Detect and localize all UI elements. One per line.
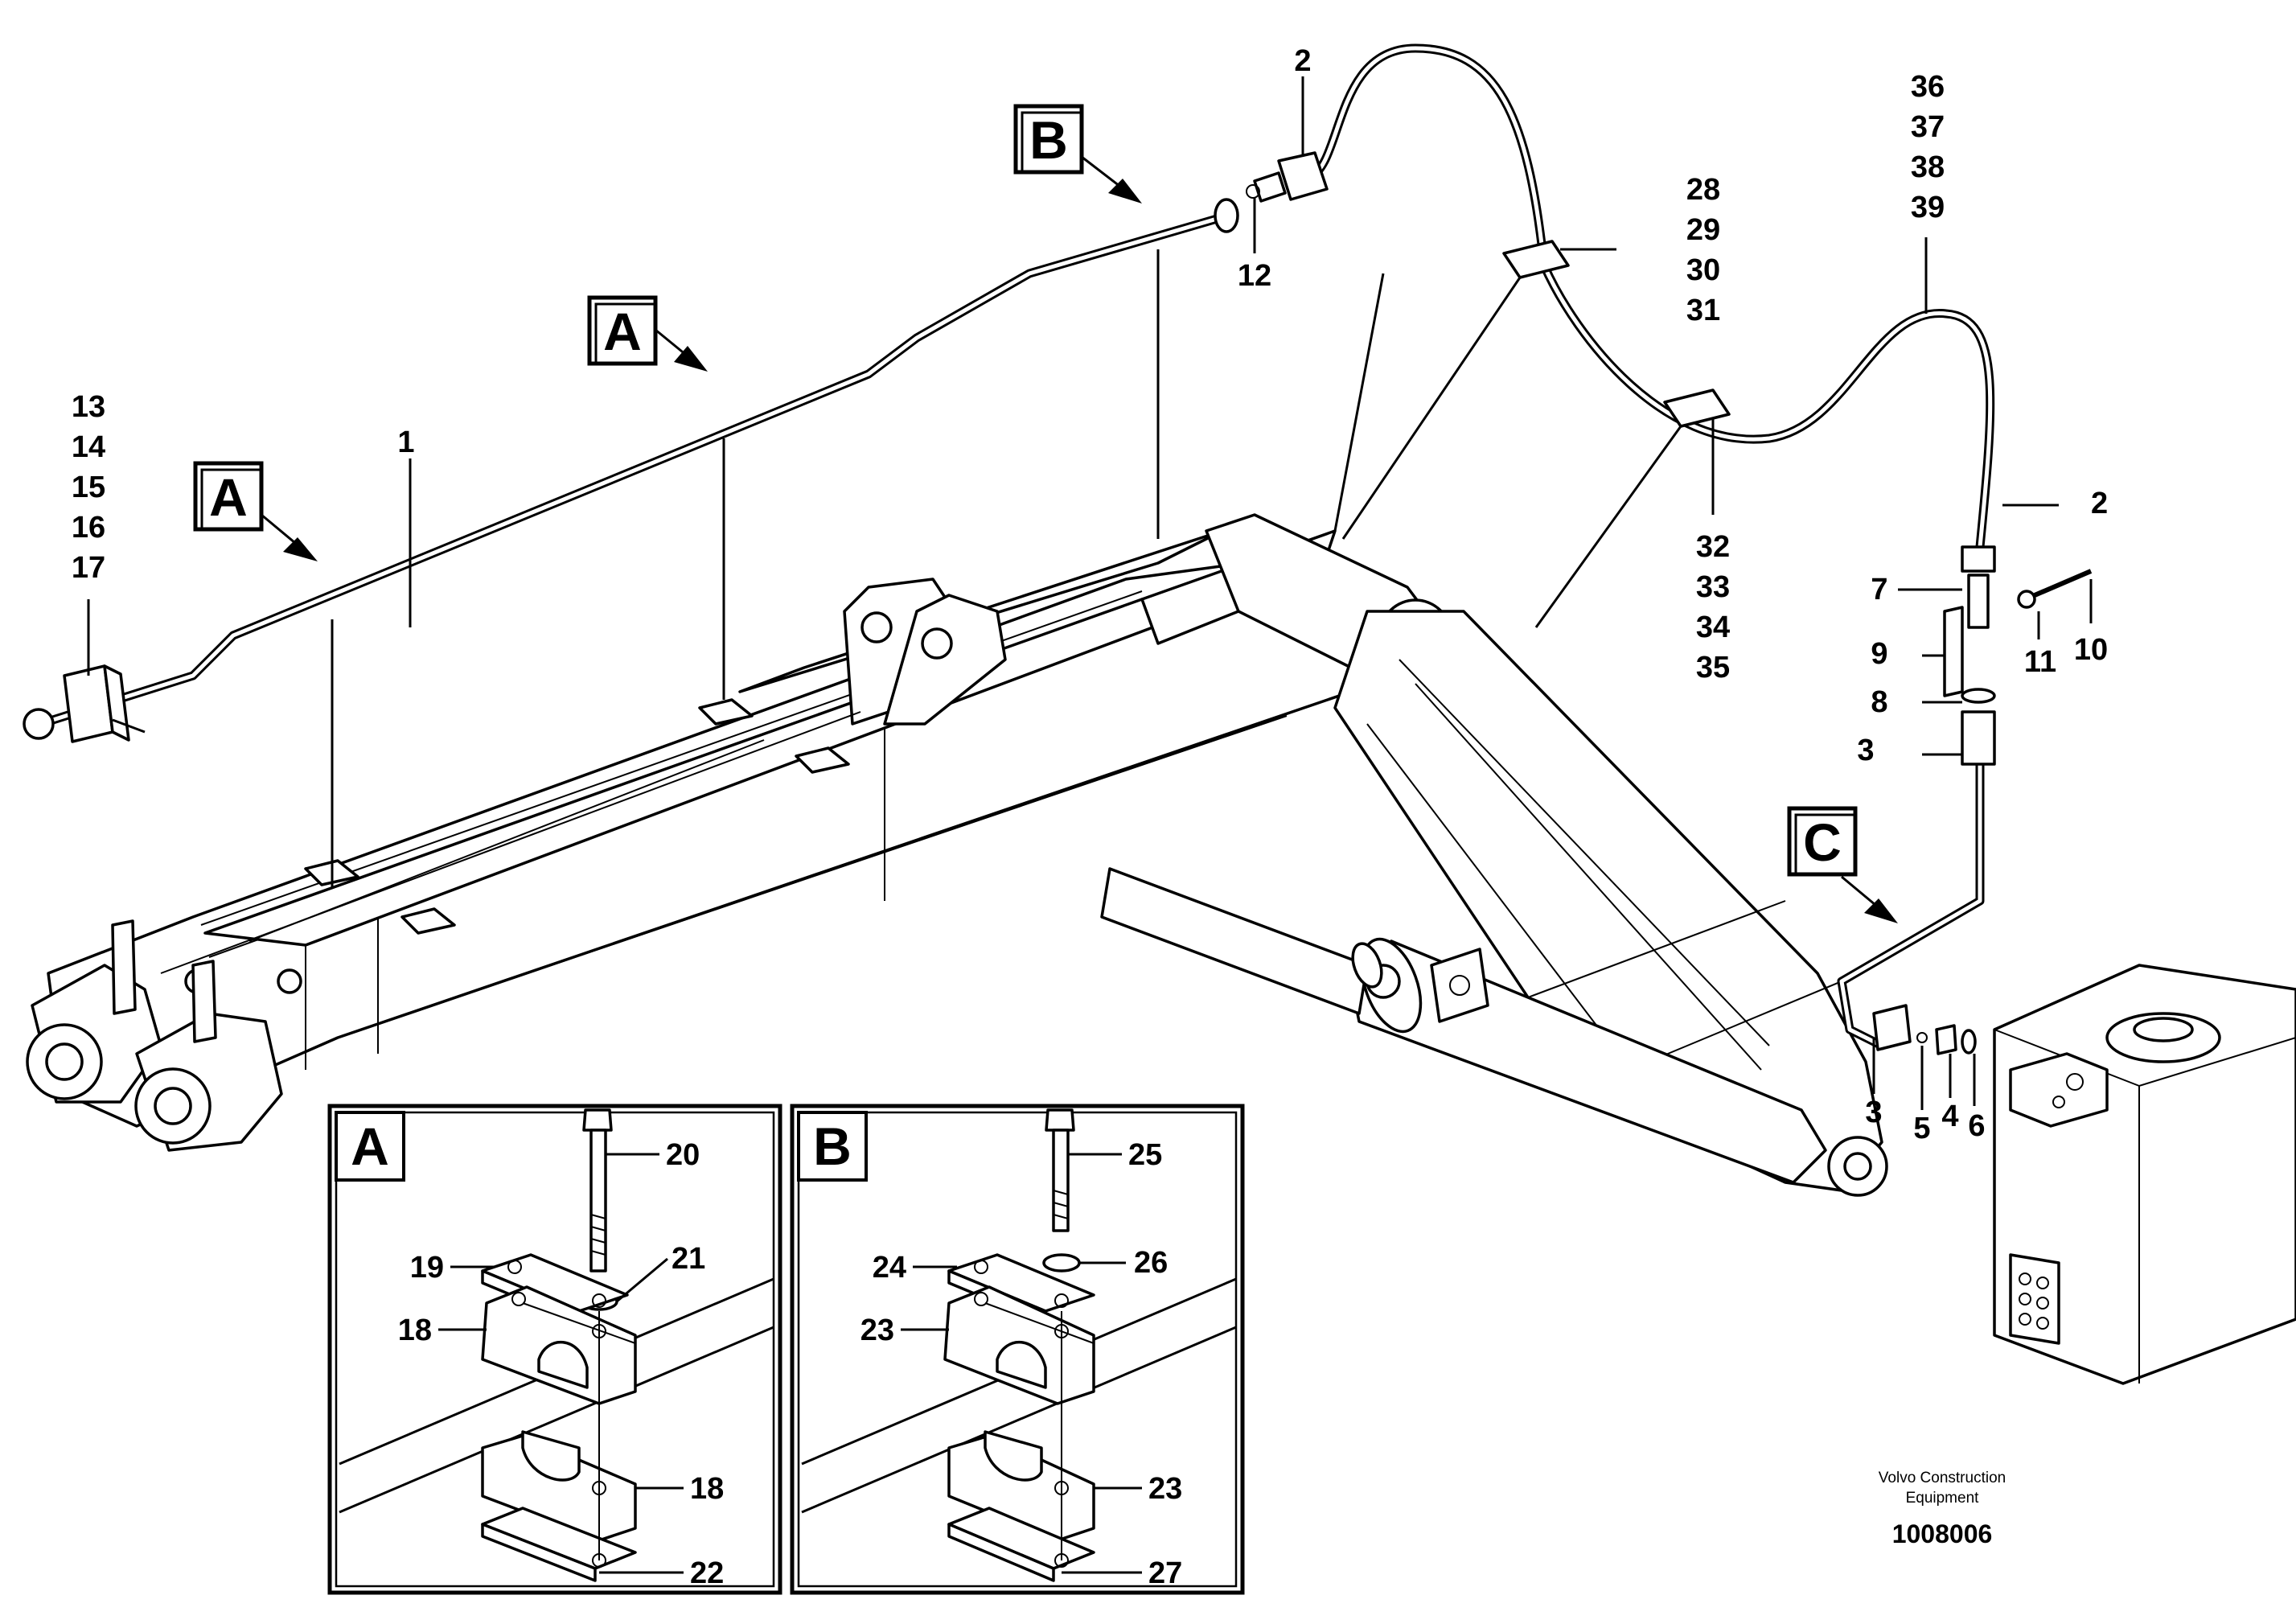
part-label-20: 20: [666, 1138, 700, 1172]
part-label-15: 15: [72, 471, 105, 504]
part-label-14: 14: [72, 430, 105, 464]
detail-a-title: A: [351, 1116, 389, 1176]
hydraulic-tank: [1993, 964, 2296, 1385]
hose-2-right: [1539, 261, 1995, 568]
drawing-footer: Volvo Construction Equipment 1008006: [1879, 1470, 2006, 1548]
part-label-10: 10: [2074, 633, 2108, 667]
detail-a: A 20 21 19: [327, 1104, 782, 1595]
part-label-33: 33: [1696, 570, 1730, 604]
leader-lines: [87, 76, 2093, 1110]
part-labels: 1 2 2 3 3 4 5 6 7 8 9 10 11 12 13 14 15 …: [72, 44, 2108, 1145]
part-label-7: 7: [1871, 573, 1887, 606]
svg-text:C: C: [1803, 812, 1842, 872]
svg-text:A: A: [603, 302, 642, 361]
callout-a-left: A: [193, 461, 264, 532]
part-label-21: 21: [672, 1242, 705, 1276]
part-label-12: 12: [1238, 259, 1271, 293]
part-label-18-bottom: 18: [690, 1472, 724, 1506]
part-label-25: 25: [1128, 1138, 1162, 1172]
part-label-29: 29: [1686, 213, 1720, 247]
part-label-36: 36: [1911, 70, 1945, 104]
svg-text:B: B: [1029, 110, 1068, 170]
detail-b: B 25 26 24 23 23 27: [790, 1104, 1245, 1595]
clamp-13-17: [23, 664, 130, 743]
svg-text:A: A: [209, 467, 248, 527]
drawing-number: 1008006: [1892, 1519, 1993, 1548]
part-label-22: 22: [690, 1556, 724, 1590]
part-label-4: 4: [1941, 1100, 1958, 1133]
callout-a-top: A: [587, 295, 658, 366]
part-label-3-b: 3: [1865, 1096, 1882, 1129]
maker-line-1: Volvo Construction: [1879, 1470, 2006, 1486]
part-label-23-top: 23: [860, 1314, 894, 1347]
part-label-27: 27: [1148, 1556, 1182, 1590]
pipe-3-to-tank: [1837, 735, 1985, 1050]
part-label-1: 1: [397, 426, 414, 459]
part-label-2-top: 2: [1294, 44, 1311, 78]
fittings-3-8: [1872, 545, 2093, 1055]
part-label-17: 17: [72, 551, 105, 585]
part-label-28: 28: [1686, 173, 1720, 207]
part-label-23-bottom: 23: [1148, 1472, 1182, 1506]
maker-line-2: Equipment: [1906, 1490, 1980, 1507]
hose-2-top: [1253, 43, 1549, 270]
part-label-9: 9: [1871, 637, 1887, 671]
part-label-19: 19: [410, 1251, 444, 1285]
boom-structure: [26, 513, 1888, 1197]
part-label-30: 30: [1686, 253, 1720, 287]
fitting-12: [1246, 184, 1260, 199]
part-label-6: 6: [1968, 1109, 1985, 1143]
callout-b-top: B: [1013, 104, 1084, 175]
part-label-34: 34: [1696, 611, 1730, 644]
hose-clamps-28-35: [1502, 240, 1731, 428]
callout-c-right: C: [1787, 806, 1858, 877]
part-label-2-right: 2: [2091, 487, 2108, 520]
detail-b-title: B: [813, 1116, 852, 1176]
part-label-8: 8: [1871, 685, 1887, 719]
part-label-32: 32: [1696, 530, 1730, 564]
part-label-24: 24: [873, 1251, 906, 1285]
pipe-1: [35, 198, 1239, 729]
part-label-5: 5: [1913, 1112, 1930, 1145]
part-label-16: 16: [72, 511, 105, 545]
part-label-38: 38: [1911, 150, 1945, 184]
part-label-31: 31: [1686, 294, 1720, 327]
callout-arrows: [261, 155, 1898, 923]
part-label-37: 37: [1911, 110, 1945, 144]
part-label-3-a: 3: [1857, 734, 1874, 767]
part-label-39: 39: [1911, 191, 1945, 224]
part-label-13: 13: [72, 390, 105, 424]
part-label-26: 26: [1134, 1246, 1168, 1280]
part-label-11: 11: [2024, 645, 2056, 679]
part-label-18-top: 18: [398, 1314, 432, 1347]
part-label-35: 35: [1696, 651, 1730, 685]
